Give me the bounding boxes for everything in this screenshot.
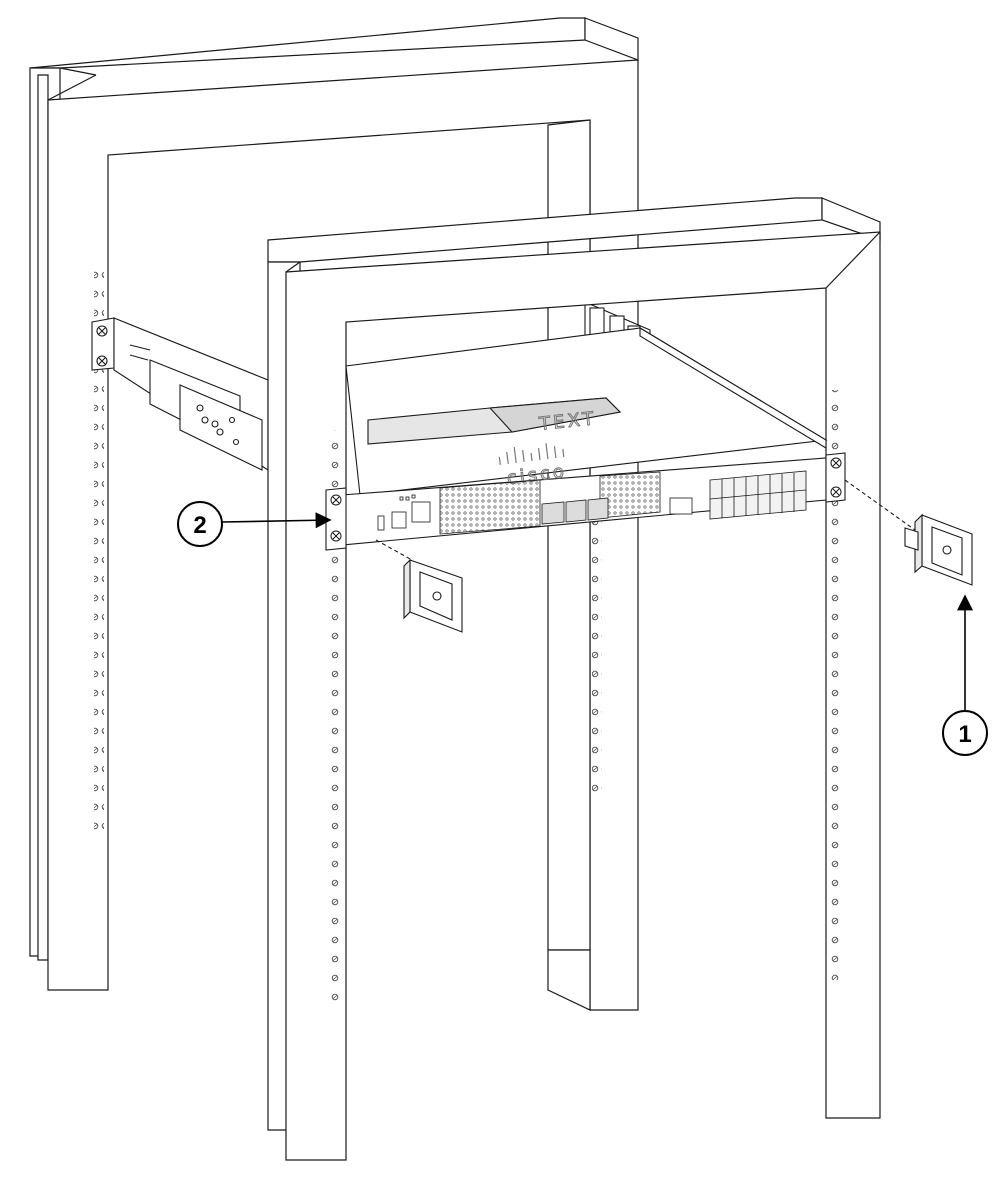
- callout-1: 1: [942, 594, 988, 756]
- usb-port: [377, 515, 385, 531]
- status-led-3: [411, 494, 416, 499]
- front-rack-frame: [267, 197, 881, 1161]
- module-bay-3: [587, 497, 609, 521]
- callout-2: 2: [177, 501, 332, 547]
- callout-1-number: 1: [958, 721, 971, 748]
- management-port: [411, 501, 431, 523]
- front-rack-holes-right: [830, 390, 840, 980]
- console-port: [391, 511, 407, 529]
- rear-slide-rail: [91, 317, 269, 472]
- callout-2-circle: [177, 501, 223, 547]
- rear-rack-holes-right: [592, 520, 602, 800]
- callout-2-number: 2: [193, 512, 206, 539]
- status-led-2: [405, 496, 410, 501]
- right-cable-bracket: [844, 479, 973, 586]
- status-led-1: [399, 496, 404, 501]
- left-vent-grille: [439, 479, 541, 535]
- left-cable-bracket: [375, 539, 463, 633]
- mounting-screws: [330, 457, 842, 542]
- qsfp-port: [669, 497, 693, 515]
- rear-rack-frame: [29, 17, 639, 1011]
- rear-rack-holes-left: [94, 260, 104, 840]
- module-bay-2: [565, 499, 587, 523]
- right-vent-grille: [599, 471, 661, 519]
- module-bay-1: [541, 501, 565, 525]
- front-rack-holes-left: [330, 430, 340, 1010]
- callout-2-arrow: [221, 512, 332, 529]
- front-panel-details: [377, 470, 807, 535]
